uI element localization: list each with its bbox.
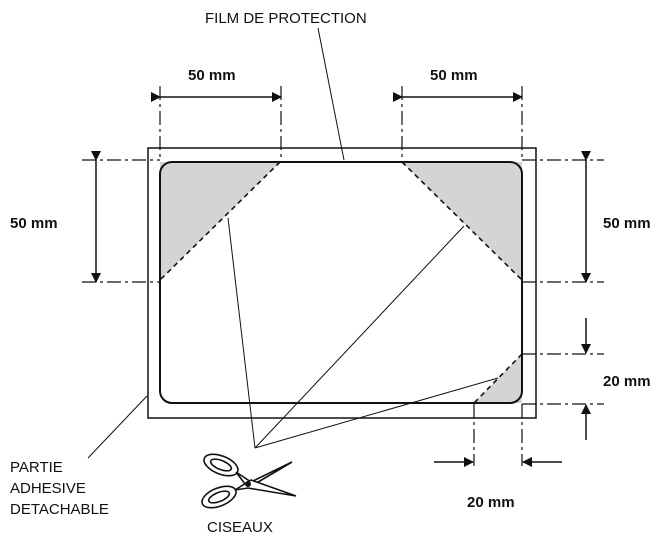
scissors-icon [201,453,297,509]
dim-label-bottom-small: 20 mm [467,494,515,511]
dim-label-right-small: 20 mm [603,373,651,390]
cut-line-top-right [401,161,523,281]
leader-partie [87,395,148,459]
partie-label-line-3: DETACHABLE [10,501,109,518]
leader-film [317,27,345,161]
ciseaux-label: CISEAUX [207,519,273,536]
dim-label-right: 50 mm [603,215,651,232]
dim-label-left: 50 mm [10,215,58,232]
partie-label-line-2: ADHESIVE [10,480,86,497]
leader-ciseaux [227,217,499,449]
dim-label-top-left: 50 mm [188,67,236,84]
partie-label-line-1: PARTIE [10,459,63,476]
film-label: FILM DE PROTECTION [205,10,367,27]
cut-line-top-left [159,161,281,281]
cut-line-bottom-right [473,353,523,404]
dim-label-top-right: 50 mm [430,67,478,84]
